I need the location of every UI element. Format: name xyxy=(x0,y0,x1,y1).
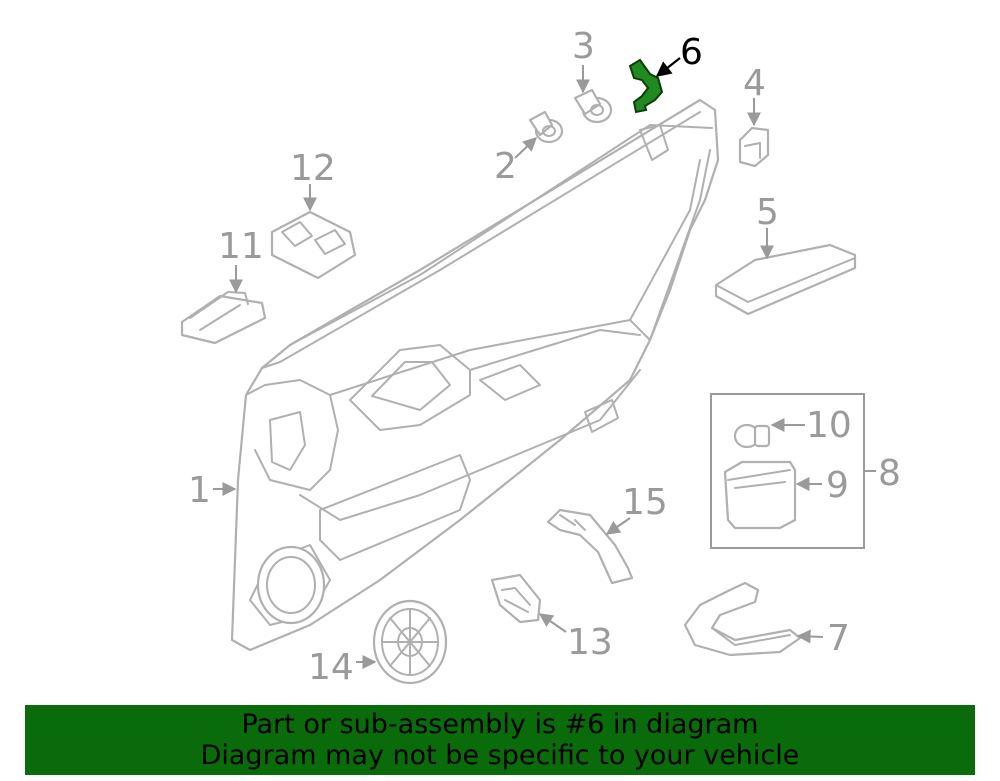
clip-3 xyxy=(573,88,613,124)
bracket-13 xyxy=(490,573,542,624)
switch-4 xyxy=(738,126,770,168)
callout-9: 9 xyxy=(826,465,849,506)
banner-line-2: Diagram may not be specific to your vehi… xyxy=(200,740,800,771)
callout-13: 13 xyxy=(567,622,613,663)
lamp-housing-9 xyxy=(723,460,797,530)
callout-2: 2 xyxy=(494,146,517,187)
leader-lines xyxy=(213,57,876,669)
door-trim-panel xyxy=(230,98,720,652)
callout-14: 14 xyxy=(308,647,354,688)
callout-12: 12 xyxy=(290,148,336,189)
bulb-10 xyxy=(733,423,771,449)
parts-diagram: 1 2 3 4 5 6 7 8 9 10 11 12 13 14 15 xyxy=(180,26,901,688)
assembly-box-8 xyxy=(710,393,865,549)
callout-6: 6 xyxy=(680,32,703,73)
callout-8: 8 xyxy=(878,453,901,494)
callout-7: 7 xyxy=(827,618,850,659)
bracket-6-highlighted xyxy=(628,58,664,114)
armrest-pad-5 xyxy=(714,243,857,316)
callout-3: 3 xyxy=(572,26,595,67)
speaker-grille-14 xyxy=(372,599,448,685)
diagram-canvas: 1 2 3 4 5 6 7 8 9 10 11 12 13 14 15 xyxy=(180,26,901,688)
callout-10: 10 xyxy=(806,405,852,446)
window-switch-11 xyxy=(180,291,267,345)
callout-labels: 1 2 3 4 5 6 7 8 9 10 11 12 13 14 15 xyxy=(188,26,901,688)
clip-2 xyxy=(528,110,564,144)
callout-1: 1 xyxy=(188,470,211,511)
switch-assembly-12 xyxy=(270,210,357,280)
callout-15: 15 xyxy=(622,482,668,523)
info-banner: Part or sub-assembly is #6 in diagram Di… xyxy=(25,705,975,775)
callout-5: 5 xyxy=(756,192,779,233)
callout-4: 4 xyxy=(743,63,766,104)
trim-strip-15 xyxy=(546,508,634,585)
pull-handle-7 xyxy=(683,581,802,657)
banner-line-1: Part or sub-assembly is #6 in diagram xyxy=(241,709,759,740)
callout-11: 11 xyxy=(218,226,264,267)
